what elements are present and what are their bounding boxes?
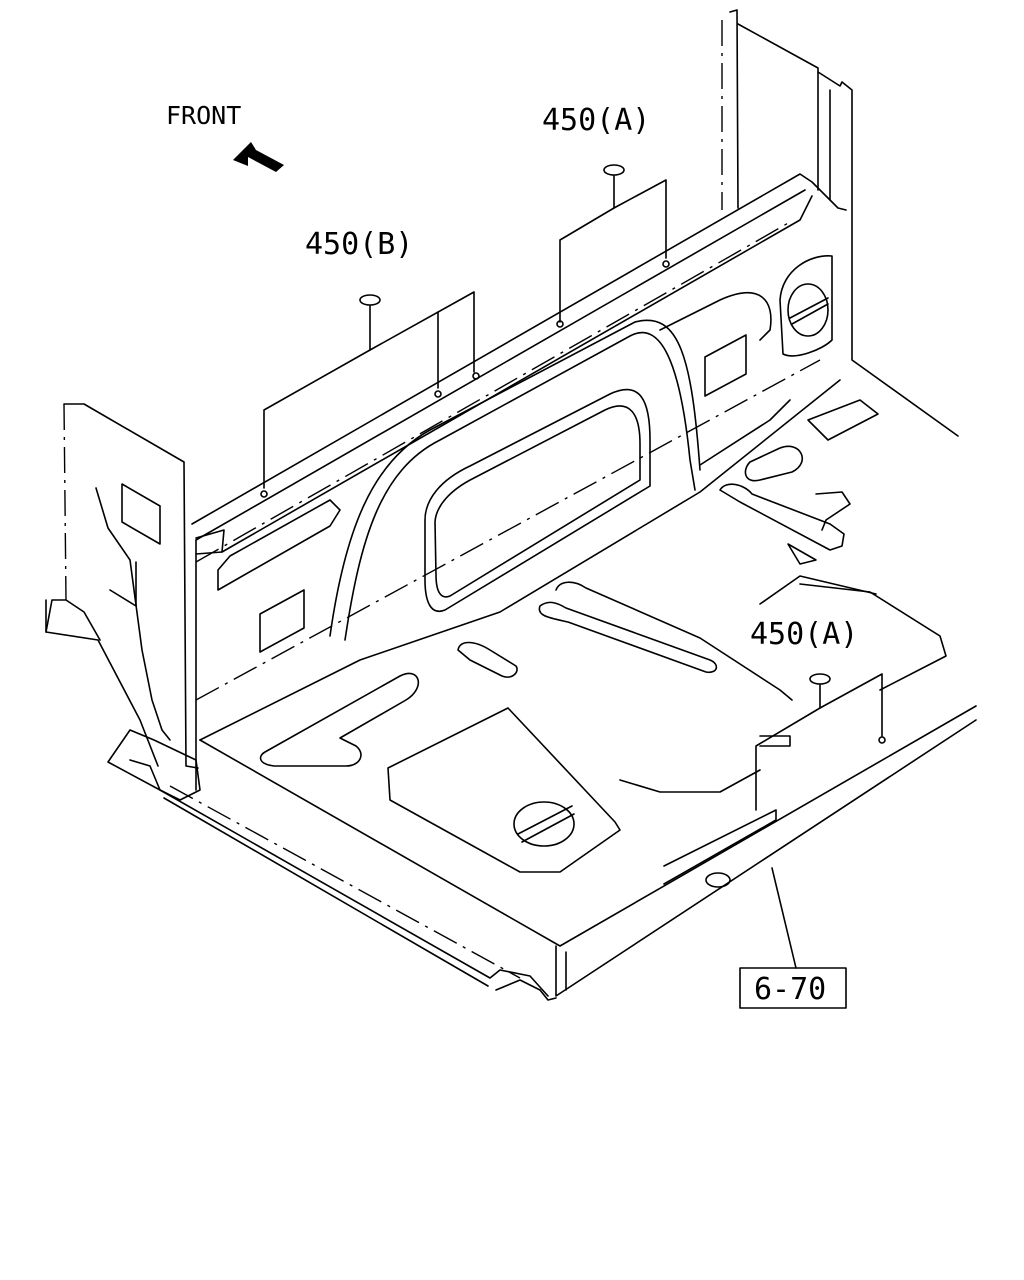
rear-panel: [721, 9, 959, 437]
wheel-well: [329, 292, 791, 641]
front-wall-rail: [191, 173, 847, 791]
front-label: FRONT: [166, 101, 241, 130]
access-hole-top: [779, 255, 833, 357]
callout-450a-lower: 450(A): [750, 617, 886, 811]
callout-label: 450(A): [542, 103, 650, 138]
side-sill: [663, 735, 791, 888]
floor-ribs: [259, 399, 947, 873]
reference-box: [739, 967, 847, 1009]
wall-plates: [121, 334, 747, 653]
callout-450a-upper: 450(A): [542, 103, 670, 328]
floor: [159, 359, 977, 1001]
floor-drain: [513, 801, 575, 847]
callout-450b: 450(B): [260, 227, 480, 498]
reference-6-70: 6-70: [739, 867, 847, 1009]
left-side-panel: [45, 403, 201, 801]
reference-label: 6-70: [754, 972, 826, 1007]
callout-label: 450(A): [750, 617, 858, 652]
front-arrow-icon: [233, 142, 284, 172]
callout-label: 450(B): [305, 227, 413, 262]
